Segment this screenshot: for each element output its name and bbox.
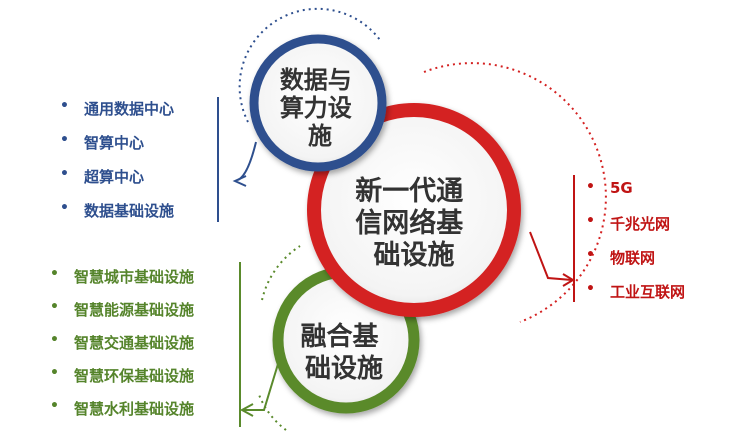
bullet: • [50,299,59,315]
bullet: • [60,98,69,114]
bullet: • [50,398,59,414]
computing-circle-label: 数据与 算力设 施 [280,66,360,150]
computing-bracket [217,97,257,222]
bullet: • [50,266,59,282]
list-item: • 超算中心 [60,166,210,200]
bullet: • [586,247,595,263]
fusion-list: •智慧城市基础设施 •智慧能源基础设施 •智慧交通基础设施 •智慧环保基础设施 … [50,266,235,431]
list-item: • 千兆光网 [586,213,726,247]
list-item-label: 工业互联网 [610,283,686,301]
list-item-label: 超算中心 [84,168,145,186]
fusion-bracket [239,262,279,427]
list-item: • 智算中心 [60,132,210,166]
list-item: • 数据基础设施 [60,200,210,234]
list-item: • 智慧环保基础设施 [50,365,235,398]
fusion-label-line-2: 础设施 [305,353,383,384]
green-dotted-arc [257,245,301,431]
network-list: • 5G • 千兆光网 • 物联网 • 工业互联网 [586,179,726,315]
bullet: • [50,332,59,348]
list-item: • 工业互联网 [586,281,726,315]
list-item-label: 通用数据中心 [84,100,175,118]
computing-list: • 通用数据中心 • 智算中心 • 超算中心 • 数据基础设施 [60,98,210,234]
bullet: • [586,213,595,229]
fusion-circle-label: 融合基 础设施 [300,321,387,384]
list-item-label: 千兆光网 [610,215,671,233]
network-circle-label: 新一代通 信网络基 础设施 [355,175,472,271]
computing-circle [249,34,387,172]
computing-label-line-1: 数据与 [280,66,352,94]
red-dotted-arc [423,62,607,323]
computing-label-line-3: 施 [308,122,332,150]
bullet: • [50,365,59,381]
bullet: • [60,166,69,182]
list-item: • 智慧城市基础设施 [50,266,235,299]
blue-dotted-arc [238,7,381,123]
list-item-label: 数据基础设施 [84,202,175,220]
list-item: • 5G [586,179,726,213]
list-item-label: 智慧城市基础设施 [74,268,195,286]
list-item: • 智慧水利基础设施 [50,398,235,431]
network-label-line-2: 信网络基 [355,207,464,239]
fusion-label-line-1: 融合基 [300,321,379,352]
list-item: • 物联网 [586,247,726,281]
network-label-line-3: 础设施 [374,240,455,271]
bullet: • [586,179,595,195]
bullet: • [586,281,595,297]
network-circle [307,103,521,317]
list-item-label: 智慧环保基础设施 [74,367,195,385]
list-item-label: 5G [610,179,633,197]
network-label-line-1: 新一代通 [355,175,463,207]
computing-label-line-2: 算力设 [280,94,352,122]
list-item-label: 智慧能源基础设施 [74,301,195,319]
list-item-label: 物联网 [610,249,656,267]
bullet: • [60,200,69,216]
list-item-label: 智算中心 [84,134,145,152]
list-item: • 通用数据中心 [60,98,210,132]
network-bracket [529,175,575,302]
list-item: • 智慧交通基础设施 [50,332,235,365]
list-item: • 智慧能源基础设施 [50,299,235,332]
list-item-label: 智慧水利基础设施 [74,400,195,418]
bullet: • [60,132,69,148]
list-item-label: 智慧交通基础设施 [74,334,195,352]
